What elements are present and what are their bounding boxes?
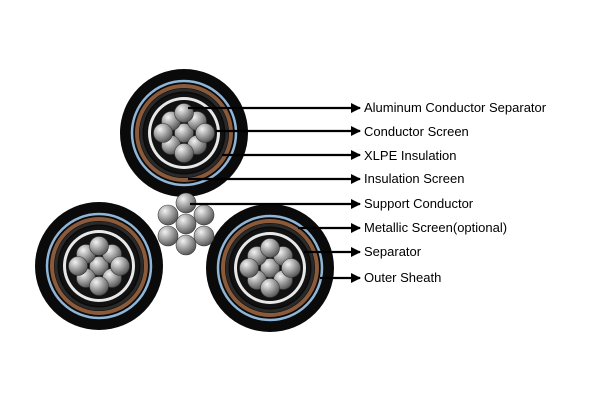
conductor-strand: [260, 238, 280, 258]
insulation-screen-ring: [139, 88, 229, 178]
label-conductor-screen: Conductor Screen: [364, 124, 469, 139]
support-strand: [175, 234, 197, 256]
separator-tape-ring: [221, 219, 319, 317]
conductor-strand: [260, 278, 280, 298]
core-top: [120, 69, 248, 197]
conductor-strand: [239, 258, 259, 278]
label-metallic-screen: Metallic Screen(optional): [364, 220, 508, 235]
support-strand: [193, 225, 215, 247]
label-insulation-screen: Insulation Screen: [364, 171, 465, 186]
insulation-screen-ring: [54, 221, 144, 311]
conductor-strand: [174, 143, 194, 163]
separator-tape-ring: [135, 84, 233, 182]
conductor-strand: [68, 256, 88, 276]
support-strand: [193, 204, 215, 226]
separator-tape-ring: [50, 217, 148, 315]
label-support-conductor: Support Conductor: [364, 196, 474, 211]
metallic-screen-ring: [130, 79, 238, 187]
metallic-screen-ring: [216, 214, 324, 322]
label-separator: Separator: [364, 244, 422, 259]
label-xlpe-insulation: XLPE Insulation: [364, 148, 457, 163]
conductor-strand: [174, 103, 194, 123]
conductor-strand: [153, 123, 173, 143]
core-bottom-right: [206, 204, 334, 332]
support-conductor-bundle: [157, 192, 215, 256]
conductor-strand: [174, 123, 194, 143]
conductor-strand: [89, 256, 109, 276]
core-bottom-left: [35, 202, 163, 330]
conductor-strand: [281, 258, 301, 278]
support-strand: [175, 213, 197, 235]
label-outer-sheath: Outer Sheath: [364, 270, 442, 285]
conductor-strand: [89, 236, 109, 256]
conductor-strand: [89, 276, 109, 296]
conductor-strand: [260, 258, 280, 278]
insulation-screen-ring: [225, 223, 315, 313]
support-strand: [157, 204, 179, 226]
conductor-strand: [195, 123, 215, 143]
support-strand: [157, 225, 179, 247]
conductor-strand: [110, 256, 130, 276]
label-aluminum-conductor-separator: Aluminum Conductor Separator: [364, 100, 547, 115]
metallic-screen-ring: [45, 212, 153, 320]
